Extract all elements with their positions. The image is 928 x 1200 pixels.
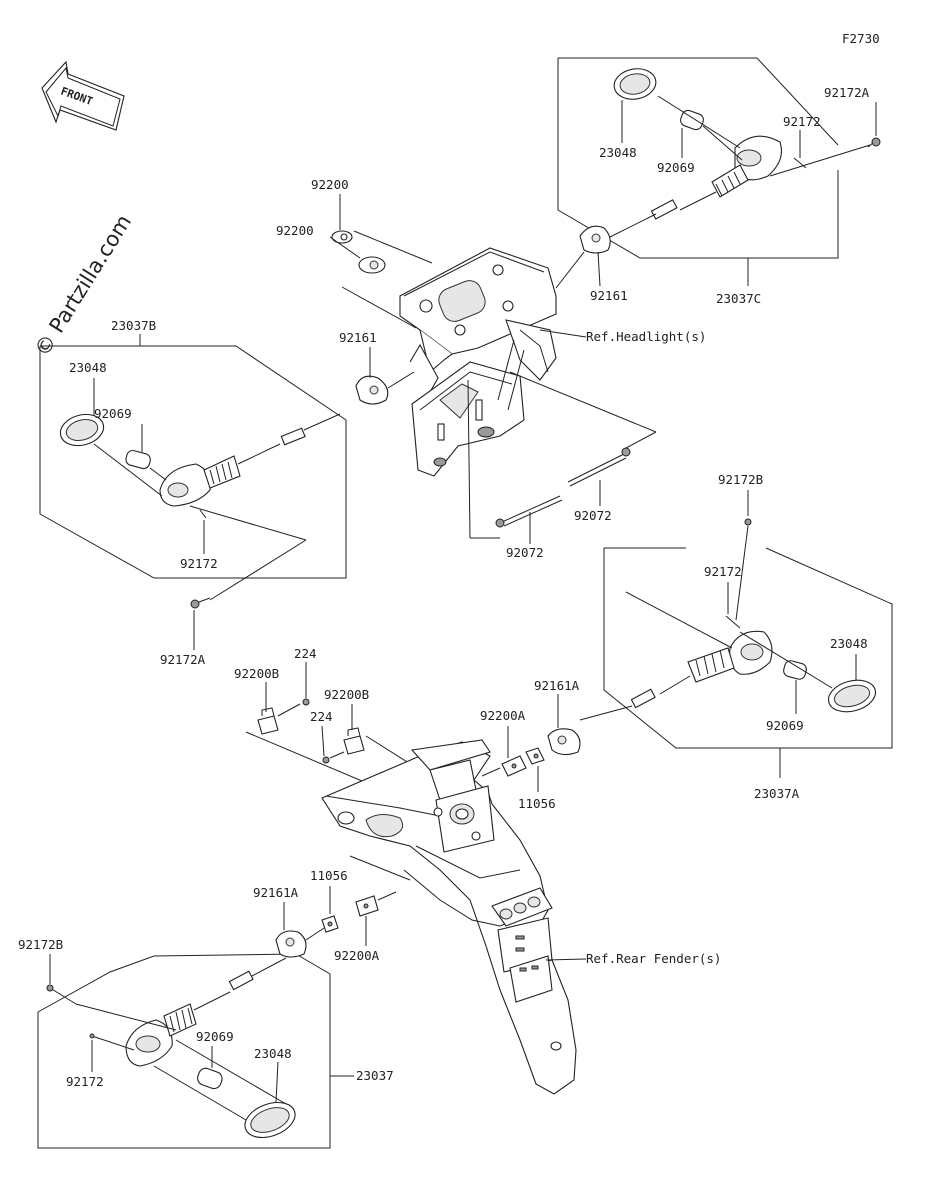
grommet-92161-right [555,225,611,289]
nut-11056-r [525,747,545,765]
turn-signal-23037b [59,413,341,609]
label-92172-r: 92172 [704,564,742,579]
signal-bracket [399,247,557,477]
label-23048-b: 23048 [254,1046,292,1061]
label-92200b-a: 92200B [234,666,279,681]
label-92200-mid: 92200 [276,223,314,238]
group-frame-23037b [39,334,347,579]
label-224-b: 224 [310,709,333,724]
rear-fender [321,739,577,1095]
label-92172-l: 92172 [180,556,218,571]
label-92072-a: 92072 [574,508,612,523]
label-92069-b: 92069 [196,1029,234,1044]
label-92172a-l: 92172A [160,652,206,667]
screw-224-a [277,698,310,717]
group-frame-23037a [603,547,893,778]
label-23048-r: 23048 [830,636,868,651]
label-92172-tr: 92172 [783,114,821,129]
label-23037b: 23037B [111,318,156,333]
turn-signal-23037 [46,957,296,1139]
label-23048-l: 23048 [69,360,107,375]
ref-headlight: Ref.Headlight(s) [586,329,706,344]
label-11056-r: 11056 [518,796,556,811]
collar-92200 [331,230,433,264]
label-11056-b: 11056 [310,868,348,883]
label-92172a-tr: 92172A [824,85,870,100]
group-frame-23037c [557,57,839,286]
turn-signal-23037a [579,518,877,721]
label-92200-top: 92200 [311,177,349,192]
label-92161a-r: 92161A [534,678,580,693]
label-92161-left: 92161 [339,330,377,345]
band-92072-b [509,371,657,487]
label-23037: 23037 [356,1068,394,1083]
label-92172b-r: 92172B [718,472,763,487]
grommet-92161a-b [275,927,325,958]
label-92200b-b: 92200B [324,687,369,702]
plate-92200a-r [481,755,527,777]
clip-92200b-a [257,707,279,735]
label-224-a: 224 [294,646,317,661]
label-23048-tr: 23048 [599,145,637,160]
label-23037c: 23037C [716,291,761,306]
label-23037a: 23037A [754,786,800,801]
collar-92200-b [341,256,417,329]
watermark-text: © Partzilla.com [30,210,136,360]
label-92072-b: 92072 [506,545,544,560]
screw-224-b [322,751,345,764]
grommet-92161-left [355,371,415,405]
label-92161a-b: 92161A [253,885,299,900]
label-92069-r: 92069 [766,718,804,733]
ref-rear-fender: Ref.Rear Fender(s) [586,951,721,966]
band-92072-a [467,379,563,539]
label-92172-b: 92172 [66,1074,104,1089]
label-92200a-b: 92200A [334,948,380,963]
front-arrow-icon: FRONT [41,60,125,131]
plate-92200a-b [355,891,397,917]
clip-92200b-b [343,727,365,755]
label-92200a-r: 92200A [480,708,526,723]
label-92069-l: 92069 [94,406,132,421]
grommet-92161a-r [547,728,581,756]
turn-signal-23037c [603,68,881,241]
group-frame-23037 [37,953,354,1149]
diagram-code: F2730 [842,31,880,46]
label-92172b-b: 92172B [18,937,63,952]
label-92069-tr: 92069 [657,160,695,175]
label-92161-right: 92161 [590,288,628,303]
nut-11056-b [321,915,339,933]
